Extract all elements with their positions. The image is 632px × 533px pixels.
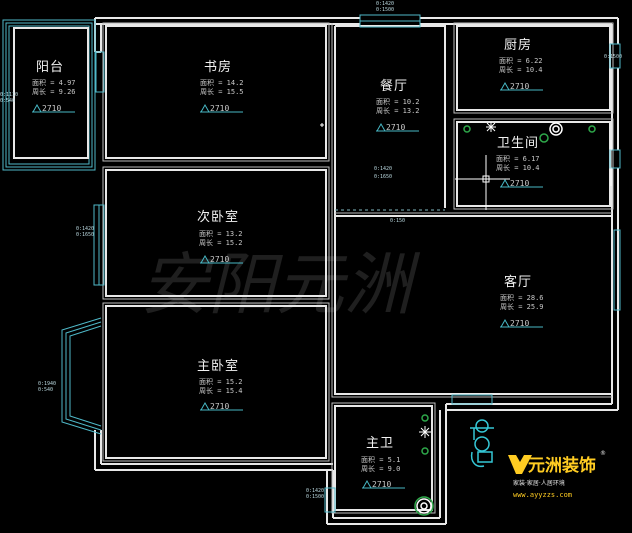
room-perimeter: 周长 = 13.2 <box>376 106 420 115</box>
room-perimeter: 周长 = 15.2 <box>199 238 243 247</box>
window-label-mid-2: 0:1650 <box>374 174 392 180</box>
room-bathroom: 卫生间 面积 = 6.17 周长 = 10.4 2710 <box>496 136 543 188</box>
fan-icon <box>419 426 431 438</box>
fixtures <box>320 122 612 516</box>
brand-logo-icon <box>508 455 532 474</box>
light-icon <box>320 123 324 127</box>
brand-tagline: 家装·家居·人居环境 <box>513 479 565 487</box>
window-label-top-1: 0:1420 <box>376 1 394 7</box>
room-perimeter: 周长 = 9.0 <box>361 464 400 473</box>
crosshair-icon <box>455 155 510 210</box>
room-area: 面积 = 5.1 <box>361 455 400 464</box>
room-area: 面积 = 6.22 <box>499 56 543 65</box>
toilet-icon <box>416 498 432 514</box>
window-label-mid-1: 0:1420 <box>374 166 392 172</box>
window-label-master-2: 0:540 <box>38 387 53 393</box>
room-height: 2710 <box>510 319 529 328</box>
figure-logo-icon <box>470 419 494 468</box>
room-height: 2710 <box>372 480 391 489</box>
window-label-second-1: 0:1420 <box>76 226 94 232</box>
brand: 元洲装饰 ® 家装·家居·人居环境 www.ayyzzs.com <box>470 419 606 499</box>
room-master-bedroom: 主卧室 面积 = 15.2 周长 = 15.4 2710 <box>197 358 243 411</box>
brand-url: www.ayyzzs.com <box>513 491 572 499</box>
window-label-bottom-2: 0:1500 <box>306 494 324 500</box>
room-name: 客厅 <box>504 274 532 290</box>
toilet-icon <box>549 122 563 136</box>
room-master-bath: 主卫 面积 = 5.1 周长 = 9.0 2710 <box>361 436 405 489</box>
room-perimeter: 周长 = 15.5 <box>200 87 244 96</box>
balcony-structure <box>2 19 96 171</box>
room-kitchen: 厨房 面积 = 6.22 周长 = 10.4 2710 <box>499 37 543 91</box>
floor-drain-icon <box>539 133 549 143</box>
windows <box>61 14 621 513</box>
room-area: 面积 = 6.17 <box>496 154 540 163</box>
brand-name: 元洲装饰 <box>528 455 596 476</box>
room-study: 书房 面积 = 14.2 周长 = 15.5 2710 <box>200 59 244 113</box>
room-perimeter: 周长 = 15.4 <box>199 386 243 395</box>
room-height: 2710 <box>510 82 529 91</box>
light-icon <box>421 447 429 455</box>
room-name: 主卧室 <box>197 358 239 374</box>
room-area: 面积 = 15.2 <box>199 377 243 386</box>
light-icon <box>463 125 471 133</box>
room-height: 2710 <box>210 104 229 113</box>
window-label-balcony-2: 0:540 <box>0 98 15 104</box>
window-label-master-1: 0:1940 <box>38 381 56 387</box>
room-height: 2710 <box>510 179 529 188</box>
room-perimeter: 周长 = 10.4 <box>496 163 540 172</box>
room-perimeter: 周长 = 25.9 <box>500 302 544 311</box>
room-height: 2710 <box>42 104 61 113</box>
room-name: 餐厅 <box>380 78 408 94</box>
room-height: 2710 <box>210 255 229 264</box>
light-icon <box>421 414 429 422</box>
room-perimeter: 周长 = 10.4 <box>499 65 543 74</box>
room-perimeter: 周长 = 9.26 <box>32 87 76 96</box>
room-name: 次卧室 <box>197 209 239 225</box>
room-name: 主卫 <box>366 436 394 451</box>
window-label-balcony-1: 0:1110 <box>0 92 18 98</box>
room-area: 面积 = 28.6 <box>500 293 544 302</box>
room-name: 书房 <box>204 59 232 75</box>
room-height: 2710 <box>210 402 229 411</box>
window-label-kitchen-right: 0:1500 <box>604 54 622 60</box>
room-dining: 餐厅 面积 = 10.2 周长 = 13.2 2710 <box>376 78 420 132</box>
room-living: 客厅 面积 = 28.6 周长 = 25.9 2710 <box>500 274 544 328</box>
window-label-second-2: 0:1650 <box>76 232 94 238</box>
light-icon <box>588 125 596 133</box>
room-area: 面积 = 14.2 <box>200 78 244 87</box>
brand-registered: ® <box>600 450 606 457</box>
room-balcony: 阳台 面积 = 4.97 周长 = 9.26 2710 <box>32 60 76 113</box>
room-name: 卫生间 <box>497 136 539 151</box>
room-name: 阳台 <box>36 60 64 75</box>
watermark: 安阳元洲 <box>140 246 421 325</box>
room-area: 面积 = 13.2 <box>199 229 243 238</box>
window-dimension-labels: 0:1420 0:1500 0:1110 0:540 0:1420 0:1650… <box>0 1 622 500</box>
room-area: 面积 = 10.2 <box>376 97 420 106</box>
room-area: 面积 = 4.97 <box>32 78 76 87</box>
window-label-bottom-1: 0:1420 <box>306 488 324 494</box>
window-label-dining: 0:150 <box>390 218 405 224</box>
room-height: 2710 <box>386 123 405 132</box>
window-label-top-2: 0:1500 <box>376 7 394 13</box>
fan-icon <box>486 122 496 132</box>
room-second-bedroom: 次卧室 面积 = 13.2 周长 = 15.2 2710 <box>197 209 243 264</box>
room-name: 厨房 <box>504 37 532 53</box>
